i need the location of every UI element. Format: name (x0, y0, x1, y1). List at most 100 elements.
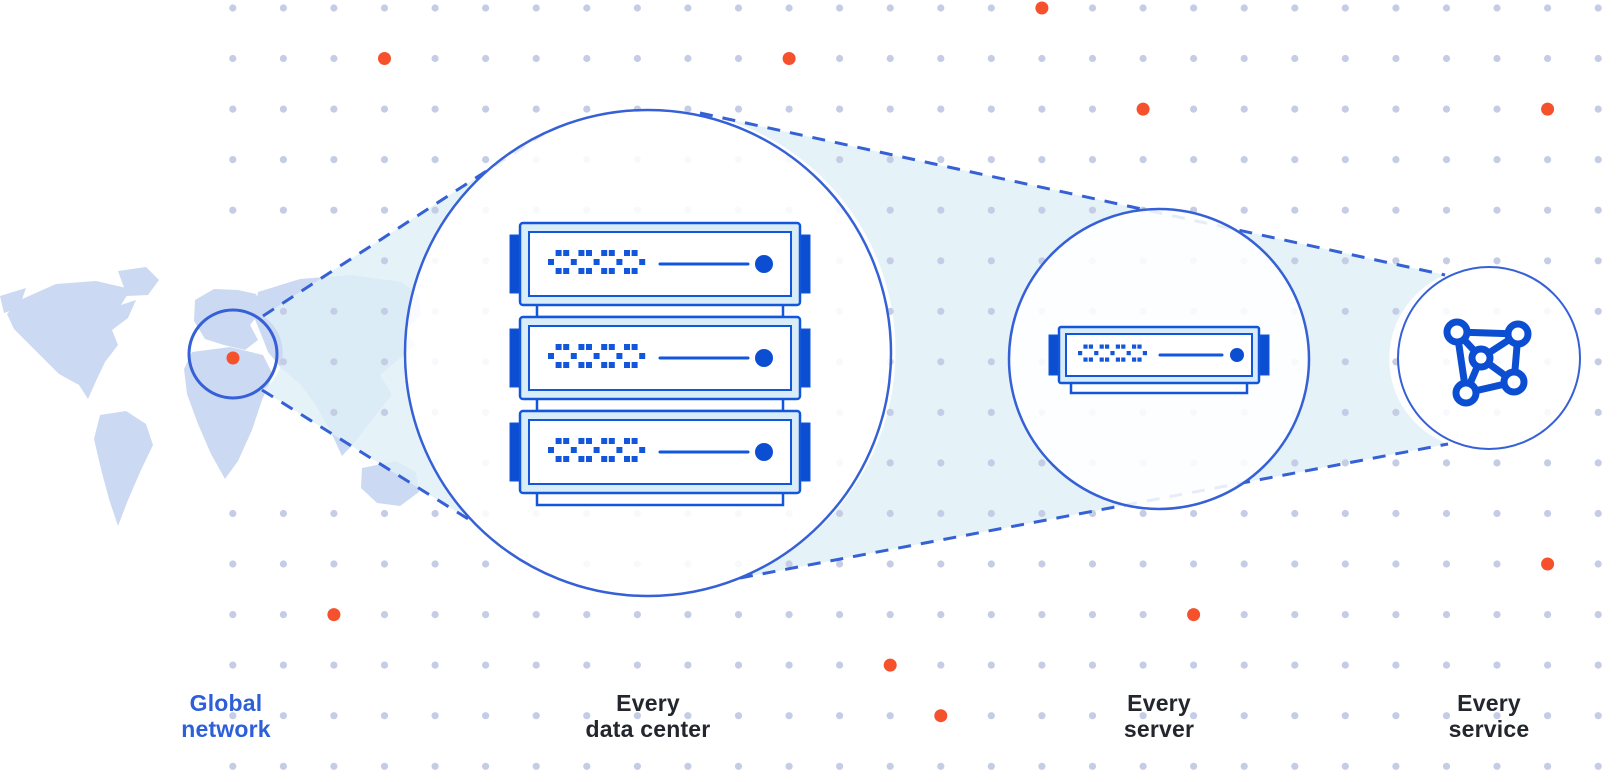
grid-dot (1392, 206, 1400, 214)
grid-dot (785, 4, 793, 12)
grid-dot (886, 206, 894, 214)
grid-dot (279, 206, 287, 214)
grid-dot (987, 762, 995, 770)
grid-dot (1493, 560, 1501, 568)
grid-dot (633, 611, 642, 619)
grid-dot (1088, 762, 1097, 770)
grid-dot (1088, 105, 1097, 113)
grid-dot (987, 307, 995, 315)
grid-dot (1139, 661, 1147, 669)
grid-dot (330, 661, 338, 669)
grid-dot (1139, 560, 1147, 568)
grid-dot (1544, 4, 1552, 12)
grid-dot (987, 105, 995, 113)
grid-dot (734, 762, 743, 770)
grid-dot (229, 509, 237, 518)
grid-dot (330, 156, 338, 164)
grid-dot (1594, 206, 1602, 214)
grid-dot (1493, 459, 1501, 467)
grid-dot (1291, 206, 1299, 214)
grid-dot (734, 661, 743, 669)
orange-accent-dot (327, 608, 341, 622)
grid-dot (1038, 509, 1046, 518)
grid-dot (1392, 459, 1400, 467)
grid-dot (1240, 661, 1248, 669)
grid-dot (532, 762, 540, 770)
grid-dot (431, 560, 439, 568)
grid-dot (330, 105, 338, 113)
grid-dot (1190, 105, 1198, 113)
grid-dot (380, 4, 389, 12)
grid-dot (987, 206, 995, 214)
grid-dot (330, 358, 338, 366)
grid-dot (987, 611, 995, 619)
grid-dot (1442, 105, 1451, 113)
grid-dot (330, 762, 338, 770)
grid-dot (583, 762, 591, 770)
grid-dot (937, 4, 945, 12)
service-circle (1397, 266, 1581, 450)
network-graph-icon (1443, 318, 1532, 407)
grid-dot (1392, 156, 1400, 164)
grid-dot (886, 762, 894, 770)
grid-dot (1088, 4, 1097, 12)
grid-dot (1291, 257, 1299, 265)
zoom-beam-left (262, 133, 545, 522)
grid-dot (482, 105, 490, 113)
grid-dot (1341, 4, 1349, 12)
grid-dot (1442, 762, 1451, 770)
grid-dot (1139, 156, 1147, 164)
grid-dot (380, 358, 389, 366)
grid-dot (1442, 712, 1451, 720)
grid-dot (937, 156, 945, 164)
grid-dot (734, 4, 743, 12)
grid-dot (1544, 206, 1552, 214)
grid-dot (937, 206, 945, 214)
grid-dot (1442, 4, 1451, 12)
grid-dot (1038, 206, 1046, 214)
grid-dot (1594, 4, 1602, 12)
grid-dot (1493, 712, 1501, 720)
grid-dot (1088, 611, 1097, 619)
grid-dot (1190, 509, 1198, 518)
grid-dot (633, 54, 642, 63)
caption-every-data-center: Every data center (586, 690, 711, 742)
grid-dot (330, 712, 338, 720)
grid-dot (1442, 156, 1451, 164)
grid-dot (583, 4, 591, 12)
grid-dot (1341, 408, 1349, 416)
grid-dot (1190, 661, 1198, 669)
grid-dot (431, 661, 439, 669)
grid-dot (532, 661, 540, 669)
server-icon (1047, 325, 1271, 395)
grid-dot (1392, 307, 1400, 315)
grid-dot (937, 611, 945, 619)
grid-dot (1392, 4, 1400, 12)
grid-dot (1291, 4, 1299, 12)
grid-dot (1341, 206, 1349, 214)
grid-dot (987, 459, 995, 467)
grid-dot (431, 206, 439, 214)
grid-dot (937, 257, 945, 265)
caption-line: Every (616, 690, 680, 716)
grid-dot (229, 206, 237, 214)
grid-dot (279, 762, 287, 770)
orange-accent-dot (1541, 557, 1555, 571)
grid-dot (330, 560, 338, 568)
grid-dot (1594, 105, 1602, 113)
grid-dot (431, 611, 439, 619)
grid-dot (431, 54, 439, 63)
grid-dot (1442, 459, 1451, 467)
grid-dot (1341, 257, 1349, 265)
grid-dot (1291, 661, 1299, 669)
grid-dot (229, 105, 237, 113)
grid-dot (1291, 509, 1299, 518)
grid-dot (1240, 762, 1248, 770)
grid-dot (1240, 509, 1248, 518)
grid-dot (431, 105, 439, 113)
grid-dot (330, 307, 338, 315)
grid-dot (987, 408, 995, 416)
orange-accent-dot (1035, 1, 1049, 15)
grid-dot (1442, 257, 1451, 265)
grid-dot (1493, 661, 1501, 669)
